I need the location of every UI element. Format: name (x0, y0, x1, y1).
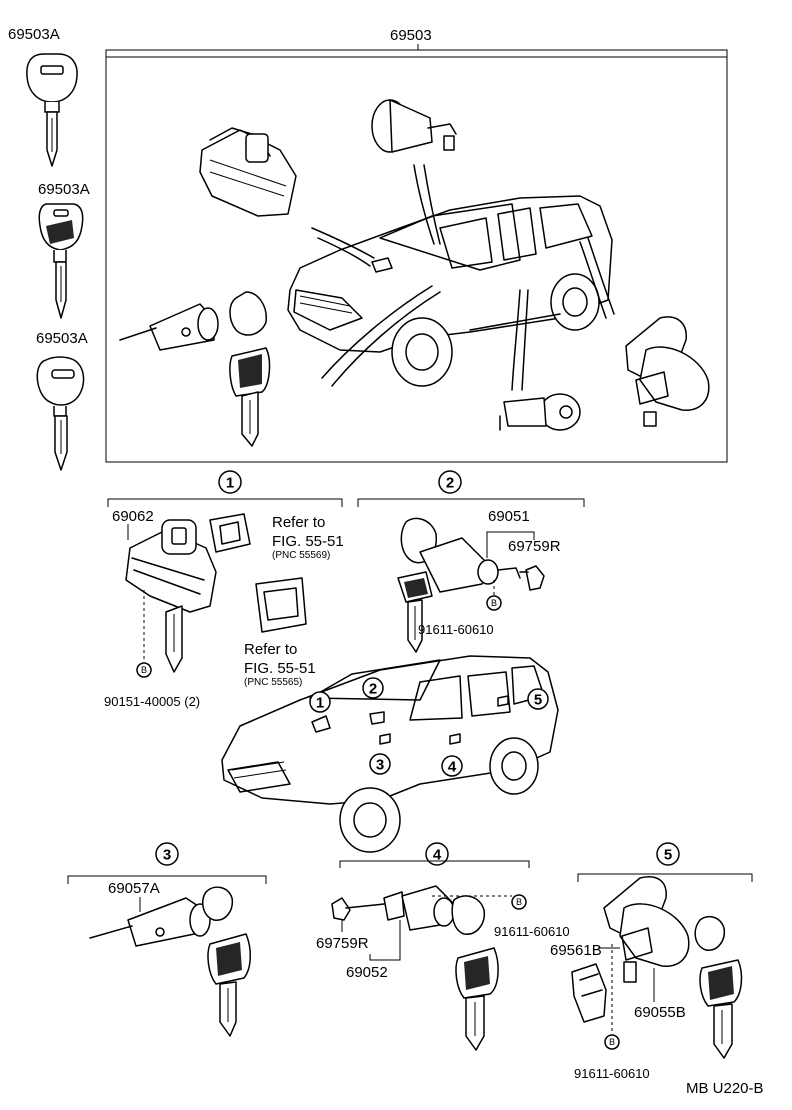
top-ignition-lock (199, 127, 297, 217)
section-1-number: 1 (226, 475, 234, 492)
master-key-3-label: 69503A (36, 330, 88, 347)
sec4-callout-b (511, 894, 527, 910)
sec5-part-b-label: 69055B (634, 1004, 686, 1021)
section-5-marker (656, 842, 680, 866)
sec5-screw-label: 91611-60610 (574, 1066, 650, 1081)
sec1-refer1: Refer to (272, 514, 325, 531)
sec2-clip (519, 565, 545, 591)
sec5-back-door-handle (603, 876, 743, 1059)
middle-callout-5: 5 (534, 692, 542, 709)
sec1-ignition-switch (125, 519, 217, 673)
top-arrows (311, 164, 615, 391)
section-1-bracket (107, 498, 343, 507)
sec1-refer2: Refer to (244, 641, 297, 658)
master-key-1-label: 69503A (8, 26, 60, 43)
sec1-fig1: FIG. 55-51 (272, 533, 344, 550)
top-key-pair (229, 291, 271, 447)
sec1-screw-label: 90151-40005 (2) (104, 694, 200, 709)
sec4-part-leader (369, 920, 401, 961)
sec2-door-lock-cylinder (397, 517, 521, 653)
sec4-part-label: 69052 (346, 964, 388, 981)
middle-callout-1: 1 (316, 695, 324, 712)
sec1-pnc1: (PNC 55569) (272, 550, 330, 561)
section-4-number: 4 (433, 847, 442, 864)
footer-code: MB U220-B (686, 1080, 764, 1097)
sec1-bezel (209, 513, 251, 553)
master-key-1 (26, 53, 78, 167)
section-1-marker (218, 470, 242, 494)
middle-callout-3: 3 (376, 757, 384, 774)
section-3-bracket (67, 875, 267, 884)
section-5-number: 5 (664, 847, 672, 864)
section-2-number: 2 (446, 475, 454, 492)
section-3-number: 3 (163, 847, 171, 864)
sec1-fig2: FIG. 55-51 (244, 660, 316, 677)
section-2-marker (438, 470, 462, 494)
top-back-door-handle (625, 316, 710, 427)
sec3-glove-box-lock (89, 886, 251, 1037)
section-2-bracket (357, 498, 585, 507)
top-key-cylinder-left (119, 303, 219, 351)
sec5-clip (571, 963, 607, 1023)
master-key-2 (38, 203, 84, 319)
top-vehicle-illustration (287, 195, 613, 387)
sec1-part-label: 69062 (112, 508, 154, 525)
master-key-3 (36, 356, 85, 471)
sec1-callout-b-text: B (141, 665, 147, 675)
sec2-sub-part-label: 69759R (508, 538, 561, 555)
sec5-callout-b (604, 1034, 620, 1050)
sec3-part-label: 69057A (108, 880, 160, 897)
sec2-screw-label: 91611-60610 (418, 622, 494, 637)
sec4-screw-label: 91611-60610 (494, 924, 570, 939)
sec5-callout-b-text: B (609, 1037, 615, 1047)
sec2-part-leader (486, 531, 535, 558)
top-set-label: 69503 (390, 27, 432, 44)
sec1-pnc2: (PNC 55565) (244, 677, 302, 688)
top-door-cylinder (371, 99, 457, 153)
sec2-callout-b (486, 595, 502, 611)
middle-callout-4: 4 (448, 759, 457, 776)
middle-callout-2: 2 (369, 681, 377, 698)
section-4-marker (425, 842, 449, 866)
middle-vehicle-illustration (221, 655, 559, 853)
sec1-callout-b (136, 662, 152, 678)
sec2-part-label: 69051 (488, 508, 530, 525)
top-set-bracket (105, 44, 728, 57)
master-key-2-label: 69503A (38, 181, 90, 198)
sec2-callout-b-text: B (491, 598, 497, 608)
section-4-bracket (339, 860, 530, 868)
section-5-bracket (577, 873, 753, 882)
top-set-frame (105, 56, 728, 463)
sec1-cover-plate (255, 577, 307, 633)
section-3-marker (155, 842, 179, 866)
sec4-door-lock-cylinder (331, 885, 499, 1051)
top-rear-cylinder (499, 393, 581, 431)
middle-callouts: 1 2 3 4 5 (309, 677, 549, 777)
sec4-sub-part-label: 69759R (316, 935, 369, 952)
sec4-callout-b-text: B (516, 897, 522, 907)
sec5-part-a-label: 69561B (550, 942, 602, 959)
